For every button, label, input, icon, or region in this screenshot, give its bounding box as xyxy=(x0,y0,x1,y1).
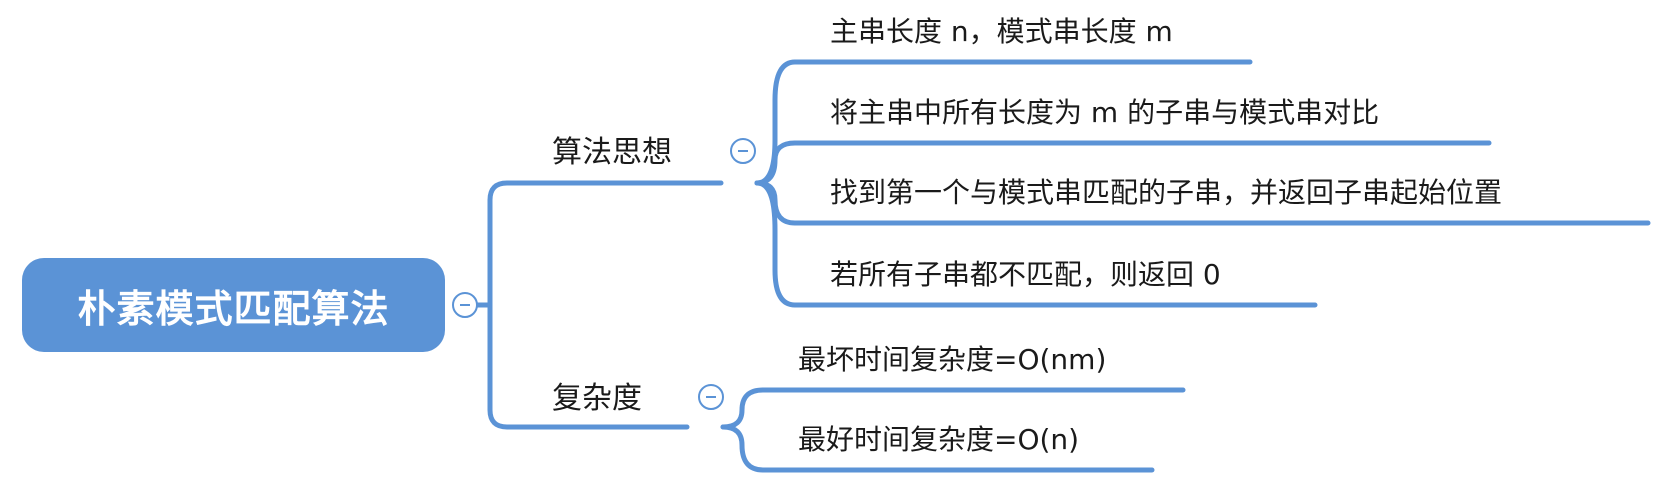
leaf-topic-label[interactable]: 主串长度 n，模式串长度 m xyxy=(830,15,1173,48)
leaf-topic-label[interactable]: 若所有子串都不匹配，则返回 0 xyxy=(830,258,1221,291)
root-topic-label: 朴素模式匹配算法 xyxy=(77,286,390,331)
branch-topic-label[interactable]: 复杂度 xyxy=(552,381,642,416)
connector-b1-leaf-4 xyxy=(754,180,798,308)
minus-circle-icon[interactable] xyxy=(452,292,478,318)
leaf-topic-label[interactable]: 将主串中所有长度为 m 的子串与模式串对比 xyxy=(830,96,1380,129)
connector-b2-leaf-2 xyxy=(720,424,766,473)
connector-root-branch-1 xyxy=(467,180,523,308)
minus-circle-icon[interactable] xyxy=(730,138,756,164)
root-topic[interactable]: 朴素模式匹配算法 xyxy=(22,258,445,352)
leaf-topic-label[interactable]: 最坏时间复杂度=O(nm) xyxy=(798,343,1107,376)
connector-root-branch-2 xyxy=(487,302,523,430)
minus-circle-icon[interactable] xyxy=(698,384,724,410)
branch-topic-label[interactable]: 算法思想 xyxy=(552,135,672,170)
leaf-topic-label[interactable]: 最好时间复杂度=O(n) xyxy=(798,423,1080,456)
connector-b2-leaf-1 xyxy=(720,387,766,430)
leaf-topic-label[interactable]: 找到第一个与模式串匹配的子串，并返回子串起始位置 xyxy=(830,176,1503,209)
connector-b1-leaf-2 xyxy=(754,140,798,186)
